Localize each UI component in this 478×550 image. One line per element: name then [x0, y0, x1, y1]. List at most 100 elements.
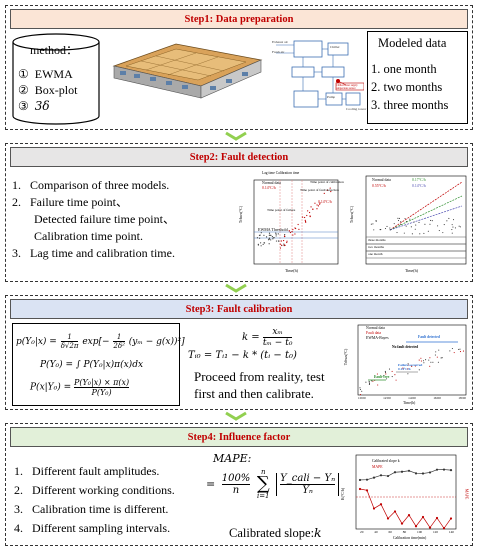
step4-item-1: 1. Different fault amplitudes. [14, 464, 159, 479]
calibration-data-point [429, 365, 431, 367]
step1-frame [5, 5, 473, 130]
normal-data-point [370, 223, 372, 225]
s3-xtick-3: 14:00 [408, 396, 416, 400]
s3-xtick-5: 18:00 [458, 396, 466, 400]
method-item-2: ② Box-plot [18, 83, 77, 98]
s2l-threshold-label: EWMA Threshold [258, 227, 288, 232]
normal-data-point [269, 234, 271, 236]
fault-data-point [318, 203, 321, 205]
normal-data-point [438, 229, 440, 232]
method-num-3: ③ [18, 99, 29, 113]
calibration-data-point [359, 387, 361, 389]
normal-data-point [268, 237, 271, 239]
calibration-data-point [441, 357, 443, 359]
step3-note-line2: first and then calibrate. [194, 386, 314, 401]
s3-legend-2: Fault data [366, 331, 382, 335]
fault-data-point [323, 192, 325, 194]
normal-data-point [275, 232, 277, 234]
normal-data-point [268, 243, 270, 245]
calibration-data-point [407, 368, 409, 370]
s4-legend-2: MAPE [372, 465, 383, 469]
calibration-data-point [402, 367, 404, 369]
modeled-item-2: 2. two months [371, 80, 443, 94]
normal-data-point [458, 225, 460, 227]
normal-data-point [410, 226, 412, 228]
mape-pct: 100% [221, 472, 251, 485]
normal-data-point [256, 237, 259, 239]
step2-item-2: 2. Failure time point、 [12, 195, 128, 210]
fault-data-point [294, 233, 296, 235]
calibration-data-point [384, 371, 387, 373]
normal-data-point [375, 220, 377, 222]
normal-data-point [268, 232, 271, 234]
slope-line [359, 469, 452, 481]
s4-xtick-2: 40 [374, 530, 378, 534]
normal-data-point [272, 238, 274, 240]
calibration-data-point [458, 348, 460, 351]
normal-data-point [424, 223, 426, 225]
fault-data-point [309, 215, 311, 218]
fault-detection-chart-left [253, 179, 339, 265]
step2-num-1: 1. [12, 178, 21, 192]
calibration-data-point [365, 381, 367, 383]
method-item-1: ① EWMA [18, 67, 73, 82]
calibration-data-point [420, 360, 422, 362]
normal-data-point [398, 217, 400, 219]
fault-data-points [279, 187, 332, 249]
s2l-title: Lag time Calibration time [262, 171, 300, 175]
s2r-band-2: two months [368, 245, 384, 249]
s2l-annot-2: Time point of fault detection [300, 188, 339, 192]
calibration-data-point [395, 379, 397, 381]
bayes-f3-lhs: P(x|Y₀) = [30, 382, 72, 393]
normal-data-point [270, 234, 272, 236]
step2-title: Step2: Fault detection [189, 152, 289, 163]
method-num-2: ② [18, 83, 29, 97]
s4-xtick-7: 140 [448, 530, 454, 534]
s3-legend-3: EWMA-Bayes [366, 336, 389, 340]
step4-item-2: 2. Different working conditions. [14, 483, 175, 498]
normal-data-point [451, 232, 453, 234]
calibration-data-point [451, 347, 453, 350]
fault-data-point [284, 235, 286, 238]
fault-data-point [326, 189, 328, 191]
s3-ylabel: Tchws(°C) [344, 348, 349, 366]
schematic-label-chiller: Chiller [330, 45, 340, 49]
bayes-f1-den: δ√2π [60, 342, 79, 350]
step4-num-1: 1. [14, 464, 23, 478]
calibration-data-point [437, 361, 439, 363]
step1-title: Step1: Data preparation [184, 14, 294, 25]
fault-data-point [316, 204, 318, 206]
fault-data-point [316, 208, 318, 210]
normal-data-point [372, 223, 374, 225]
calibration-data-point [459, 351, 462, 353]
calibration-data-point [418, 369, 420, 371]
calibration-data-point [453, 352, 455, 354]
normal-data-point [405, 221, 408, 223]
s2r-legend-1: Normal data [372, 178, 391, 182]
mape-label: MAPE: [213, 452, 252, 465]
sigma-icon: ∑ [256, 473, 270, 494]
normal-data-point [415, 224, 417, 226]
normal-data-point [373, 229, 375, 231]
step4-text-3: Calibration time is different. [32, 502, 169, 516]
fault-data-point [281, 244, 283, 246]
normal-data-point [443, 224, 445, 226]
s2r-band-3: one month [368, 252, 383, 256]
chevron-down-icon [225, 131, 247, 141]
s2l-legend-1: Normal data [262, 181, 281, 185]
s2r-xlabel: Time(h) [405, 268, 418, 273]
bayes-f3-num: P(Y₀|x) × π(x) [74, 378, 130, 388]
fault-data-point [289, 231, 292, 234]
fault-data-point [319, 202, 321, 204]
calibration-data-point [411, 365, 413, 367]
calibration-data-point [359, 388, 361, 391]
normal-data-point [414, 228, 416, 230]
mape-n: n [232, 484, 240, 496]
s2r-legend-2: 0.55°C/h [372, 184, 386, 188]
fault-data-point [330, 190, 332, 193]
step2-text-1: Comparison of three models. [30, 178, 170, 192]
s4-ylabel-left: K(°C/h) [341, 487, 346, 501]
step4-text-4: Different sampling intervals. [32, 521, 171, 535]
calibration-data-point [414, 365, 416, 367]
normal-data-point [396, 231, 398, 234]
